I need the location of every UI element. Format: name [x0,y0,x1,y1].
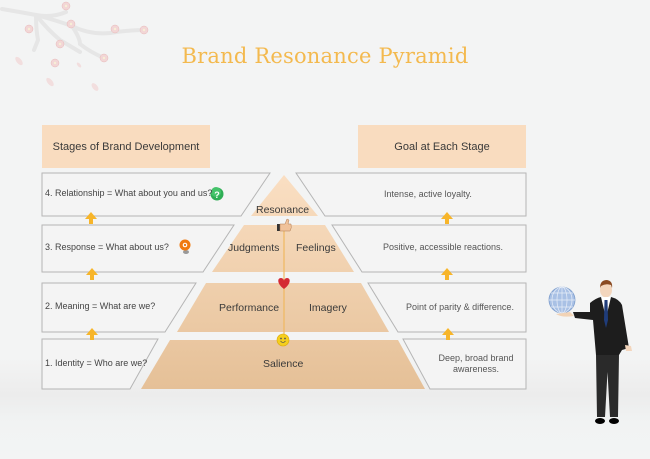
arrow-up-icon [86,268,98,280]
goals-header: Goal at Each Stage [358,125,526,168]
diagram-title: Brand Resonance Pyramid [181,44,469,68]
goal-label-parity: Point of parity & difference. [406,302,514,312]
pyramid-label-imagery: Imagery [309,302,347,314]
blossom-branch-decoration [0,1,149,91]
goals-header-label: Goal at Each Stage [394,140,490,153]
pyramid-label-salience: Salience [263,358,304,370]
arrow-up-icon [441,268,453,280]
stage-box-4 [41,172,271,217]
stage-box-2 [41,282,197,333]
lightbulb-icon [179,239,191,254]
stages-header-label: Stages of Brand Development [52,140,200,153]
stage-label-meaning: 2. Meaning = What are we? [45,301,156,311]
stages-header: Stages of Brand Development [42,125,210,168]
globe-icon [548,286,576,314]
arrow-up-icon [442,328,454,340]
goal-box-4 [295,172,527,217]
goal-label-loyalty: Intense, active loyalty. [384,189,472,199]
heart-icon [278,278,290,289]
pyramid-level-salience [141,340,425,389]
goal-label-reactions: Positive, accessible reactions. [382,242,504,252]
pyramid-level-resonance [251,175,318,216]
question-icon: ? [210,187,224,201]
pyramid-level-performance-imagery [177,283,389,332]
goal-box-3 [331,224,527,273]
svg-text:?: ? [214,190,220,200]
goal-label-awareness-line1: Deep, broad brand [438,353,514,363]
stage-label-response: 3. Response = What about us? [45,242,169,252]
goal-box-1 [402,338,527,390]
blossom-flowers [15,1,149,91]
goal-label-awareness-line2: awareness. [452,364,500,374]
goal-box-2 [367,282,527,333]
stage-label-identity: 1. Identity = Who are we? [45,358,148,368]
pyramid-label-feelings: Feelings [296,242,336,254]
smiley-icon [276,333,290,347]
pyramid-label-resonance: Resonance [256,204,310,216]
arrow-up-icon [441,212,453,224]
goal-label-awareness: Deep, broad brand awareness. [426,353,526,375]
arrow-up-icon [86,328,98,340]
stage-box-3 [41,224,235,273]
stage-label-relationship: 4. Relationship = What about you and us? [45,188,213,198]
pyramid-label-performance: Performance [219,302,280,314]
left-arrows [85,212,98,340]
pyramid-label-judgments: Judgments [228,242,280,254]
pyramid-level-judgments-feelings [212,225,354,272]
right-arrows [441,212,454,340]
thumbs-up-icon [277,218,292,232]
stage-box-1 [41,338,159,390]
businessman-figure [548,280,632,424]
arrow-up-icon [85,212,97,224]
